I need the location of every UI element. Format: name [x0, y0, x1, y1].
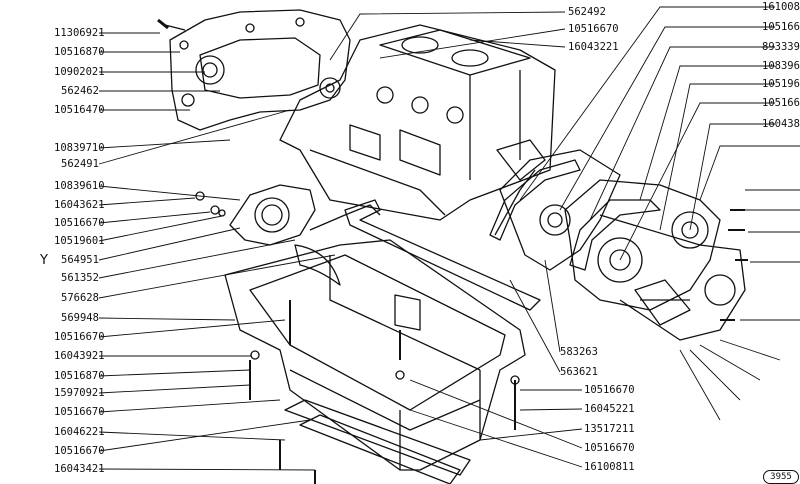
part-label: 10516670: [584, 384, 635, 396]
plate-number-badge: 3955: [763, 470, 799, 484]
part-label: 15970921: [54, 387, 105, 399]
oil-sump-part: [224, 239, 526, 471]
part-label: 10516670: [54, 445, 105, 457]
bottom-cover-part: [284, 399, 471, 484]
part-label: 10516670: [584, 442, 635, 454]
engine-block-part: [279, 24, 556, 221]
part-label: 10516870: [54, 370, 105, 382]
part-label: 105166: [762, 97, 800, 109]
part-label: 105196: [762, 78, 800, 90]
part-label: 562492: [568, 6, 606, 18]
part-label: 105166: [762, 21, 800, 33]
part-label: 10516870: [54, 46, 105, 58]
part-label: 13517211: [584, 423, 635, 435]
part-label: 10839610: [54, 180, 105, 192]
seal-housing-part: [229, 184, 381, 286]
part-label: 108396: [762, 60, 800, 72]
part-label: 564951: [61, 254, 99, 266]
part-label: 561352: [61, 272, 99, 284]
part-label: 893339: [762, 41, 800, 53]
part-label: 16043621: [54, 199, 105, 211]
part-label: 16043421: [54, 463, 105, 475]
part-label: 161008: [762, 1, 800, 13]
part-label: 10902021: [54, 66, 105, 78]
part-label: 583263: [560, 346, 598, 358]
leader-lines: [98, 6, 800, 471]
part-label: 16043921: [54, 350, 105, 362]
part-label: 10516470: [54, 104, 105, 116]
part-label: 10516670: [568, 23, 619, 35]
part-label: 16045221: [584, 403, 635, 415]
cover-bolts-part: [720, 209, 748, 321]
part-label: 16043221: [568, 41, 619, 53]
part-label: 16046221: [54, 426, 105, 438]
part-label: 160438: [762, 118, 800, 130]
part-label: 563621: [560, 366, 598, 378]
part-label: 10516670: [54, 217, 105, 229]
part-label: 562491: [61, 158, 99, 170]
part-label: 10516670: [54, 406, 105, 418]
part-label: 16100811: [584, 461, 635, 473]
part-label: 576628: [61, 292, 99, 304]
part-label: 11306921: [54, 27, 105, 39]
part-label: 10839710: [54, 142, 105, 154]
marker-symbol: Y: [40, 253, 48, 268]
front-plate-part: [157, 9, 351, 131]
part-label: 10516670: [54, 331, 105, 343]
side-gasket-part: [344, 199, 541, 311]
part-label: 562462: [61, 85, 99, 97]
part-label: 10519601: [54, 235, 105, 247]
part-label: 569948: [61, 312, 99, 324]
bolts-part: [195, 191, 520, 484]
timing-cover-part: [494, 149, 746, 341]
